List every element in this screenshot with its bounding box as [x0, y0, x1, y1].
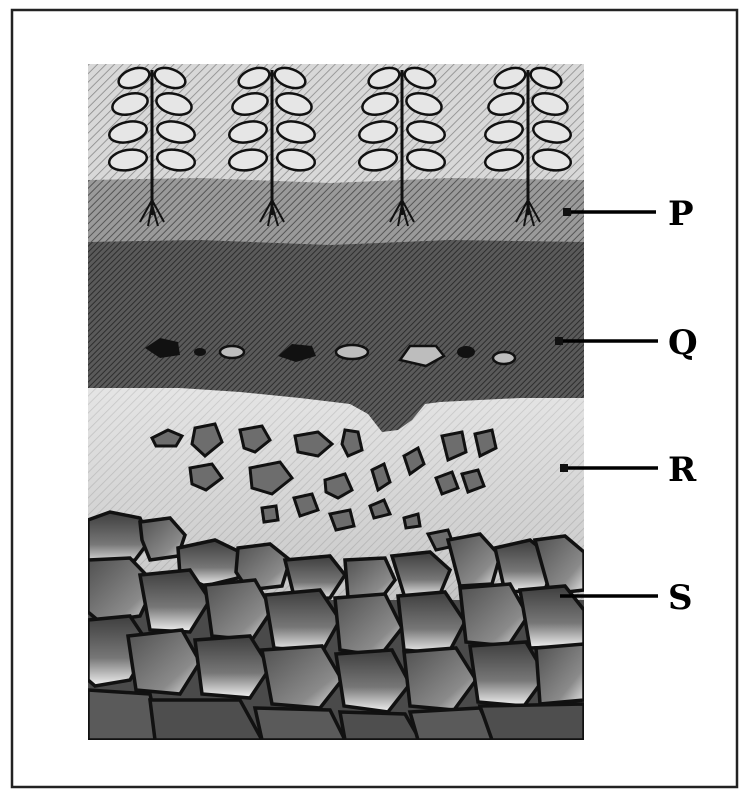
label-q: Q [668, 323, 698, 363]
label-r: R [668, 450, 697, 490]
label-p: P [668, 194, 694, 234]
layer-p-topsoil [88, 178, 584, 248]
label-s: S [668, 578, 693, 618]
